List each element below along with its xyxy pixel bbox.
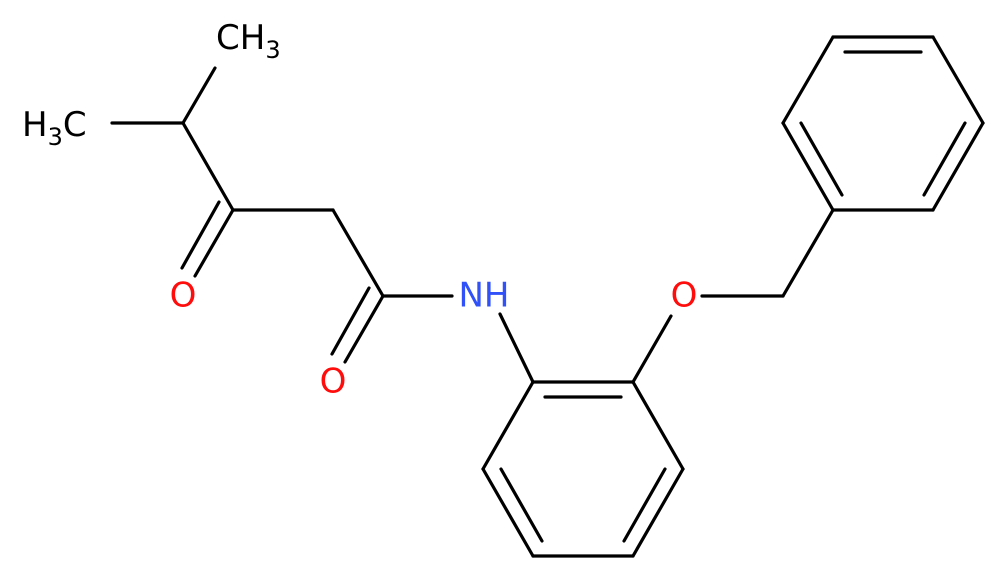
bond-aryl-o	[631, 314, 673, 384]
bonds	[110, 35, 985, 558]
bond-ch2-phenyl	[781, 208, 835, 298]
atom-labels: CH3 H3C O O NH O	[22, 18, 697, 402]
amide-nh-label: NH	[459, 276, 510, 316]
bond-amide-co-b	[330, 286, 371, 356]
ring-b-bond-5	[781, 35, 835, 125]
amide-oxygen-label: O	[320, 362, 347, 402]
bond-n-aryl	[498, 312, 535, 384]
ch3-left-label: H3C	[22, 105, 87, 151]
ketone-oxygen-label: O	[170, 276, 197, 316]
ring-b-bond-3	[931, 35, 985, 125]
ring-a-bond-6	[481, 380, 535, 471]
ring-b-bond-6-inner	[799, 121, 844, 197]
ether-oxygen-label: O	[671, 276, 698, 316]
ring-a-bond-5	[481, 467, 535, 558]
ring-a-bond-2	[631, 380, 685, 471]
ring-b-bond-2	[931, 121, 985, 212]
bond-amide-co-a	[343, 294, 385, 364]
ring-a-bond-3	[631, 467, 685, 558]
bond-c2-c1	[331, 208, 385, 298]
ch3-top-label: CH3	[216, 18, 281, 64]
bond-ch-c3	[181, 121, 235, 212]
ring-a-bond-5-inner	[499, 467, 544, 543]
bond-ch-ch3-top	[181, 66, 217, 125]
ring-a-bond-3-inner	[622, 467, 667, 543]
bond-ketone-co-b	[180, 200, 221, 270]
ring-b-bond-2-inner	[922, 121, 967, 197]
bond-ketone-co-a	[193, 208, 235, 278]
ring-b-bond-6	[781, 121, 835, 212]
